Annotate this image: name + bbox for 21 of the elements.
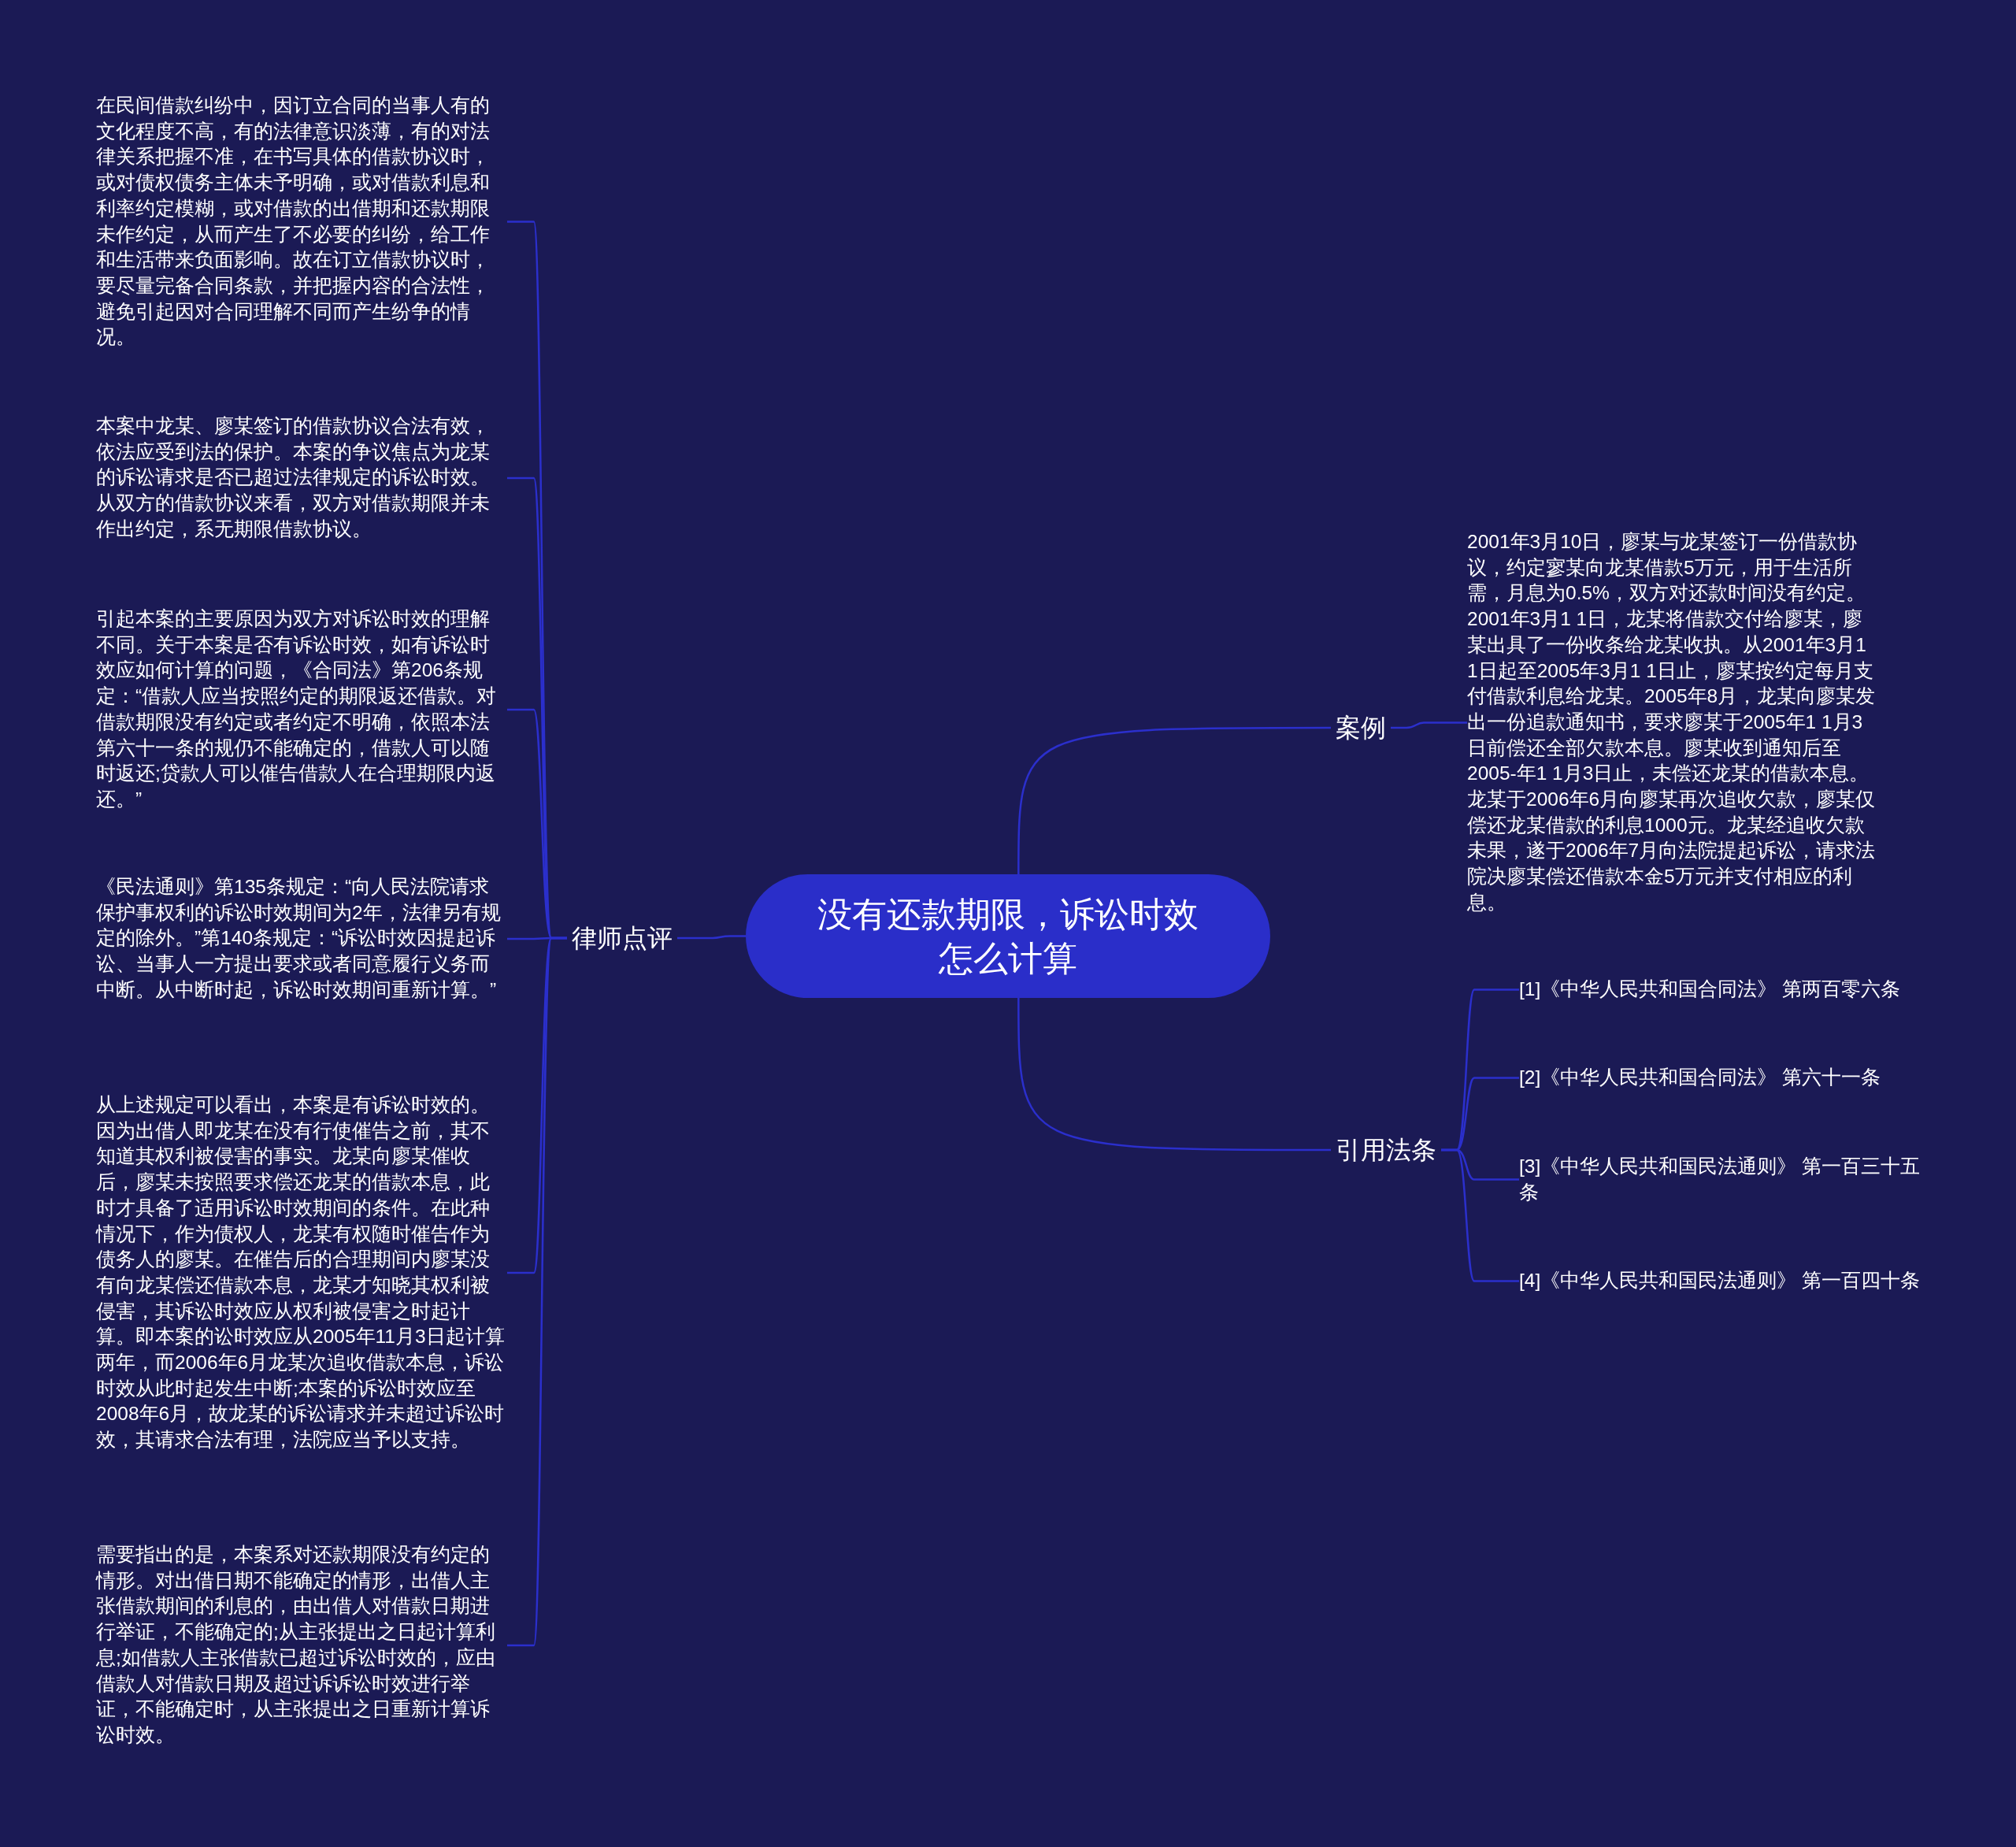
connector-line [1017,726,1331,874]
connector-line [1441,1148,1519,1282]
branch-label: 引用法条 [1331,1131,1441,1169]
note-text: [3]《中华人民共和国民法通则》 第一百三十五条 [1519,1154,1921,1206]
note-text: 《民法通则》第135条规定：“向人民法院请求保护事权利的诉讼时效期间为2年，法律另有规定的除外。”第140条规定：“诉讼时效因提起诉讼、当事人一方提出要求或者同意履行义务而中断。从中断时起，诉讼时效期间重新计算。” [96,874,507,1003]
branch-label: 案例 [1331,709,1391,747]
note-text: 从上述规定可以看出，本案是有诉讼时效的。因为出借人即龙某在没有行使催告之前，其不知道其权利被侵害的事实。龙某向廖某催收后，廖某未按照要求偿还龙某的借款本息，此时才具备了适用诉讼时效期间的条件。在此种情况下，作为债权人，龙某有权随时催告作为债务人的廖某。在催告后的合理期间内廖某没有向龙某偿还借款本息，龙某才知晓其权利被侵害，其诉讼时效应从权利被侵害之时起计算。即本案的讼时效应从2005年11月3日起计算两年，而2006年6月龙某次追收借款本息，诉讼时效从此时起发生中断;本案的诉讼时效应至2008年6月，故龙某的诉讼请求并未超过诉讼时效，其请求合法有理，法院应当予以支持。 [96,1092,507,1453]
connector-line [1391,721,1467,729]
note-text: [2]《中华人民共和国合同法》 第六十一条 [1519,1065,1921,1091]
note-text: 本案中龙某、廖某签订的借款协议合法有效，依法应受到法的保护。本案的争议焦点为龙某的诉讼请求是否已超过法律规定的诉讼时效。从双方的借款协议来看，双方对借款期限并未作出约定，系无期限借款协议。 [96,414,507,543]
connector-line [1017,998,1331,1152]
connector-line [677,935,746,940]
branch-label: 律师点评 [567,919,677,957]
note-text: 在民间借款纠纷中，因订立合同的当事人有的文化程度不高，有的法律意识淡薄，有的对法律关系把握不准，在书写具体的借款协议时，或对债权债务主体未予明确，或对借款利息和利率约定模糊，或对借款的出借期和还款期限未作约定，从而产生了不必要的纠纷，给工作和生活带来负面影响。故在订立借款协议时，要尽量完备合同条款，并把握内容的合法性，避免引起因对合同理解不同而产生纷争的情况。 [96,93,507,351]
note-text: [4]《中华人民共和国民法通则》 第一百四十条 [1519,1268,1921,1294]
connector-line [507,936,567,1647]
note-text: 2001年3月10日，廖某与龙某签订一份借款协议，约定寥某向龙某借款5万元，用于生活所需，月息为0.5%，双方对还款时间没有约定。2001年3月1 1日，龙某将借款交付给廖某，廖某出具了一份收条给龙某收执。从2001年3月1 1日起至2005年3月1 1日止，廖某按约定每月支付借款利息给龙某。2005年8月，龙某向廖某发出一份追款通知书，要求廖某于2005年1 1月3日前偿还全部欠款本息。廖某收到通知后至2005-年1 1月3日止，未偿还龙某的借款本息。龙某于2006年6月向廖某再次追收欠款，廖某仅偿还龙某借款的利息1000元。龙某经追收欠款未果，遂于2006年7月向法院提起诉讼，请求法院决廖某偿还借款本金5万元并支付相应的利息。 [1467,529,1877,916]
central-topic: 没有还款期限，诉讼时效怎么计算 [746,874,1270,998]
note-text: [1]《中华人民共和国合同法》 第两百零六条 [1519,977,1921,1003]
note-text: 需要指出的是，本案系对还款期限没有约定的情形。对出借日期不能确定的情形，出借人主张借款期间的利息的，由出借人对借款日期进行举证，不能确定的;从主张提出之日起计算利息;如借款人主张借款已超过诉讼时效的，应由借款人对借款日期及超过诉诉讼时效进行举证，不能确定时，从主张提出之日重新计算诉讼时效。 [96,1542,507,1749]
note-text: 引起本案的主要原因为双方对诉讼时效的理解不同。关于本案是否有诉讼时效，如有诉讼时效应如何计算的问题，《合同法》第206条规定：“借款人应当按照约定的期限返还借款。对借款期限没有约定或者约定不明确，依照本法第六十一条的规仍不能确定的，借款人可以随时返还;贷款人可以催告借款人在合理期限内返还。” [96,606,507,813]
